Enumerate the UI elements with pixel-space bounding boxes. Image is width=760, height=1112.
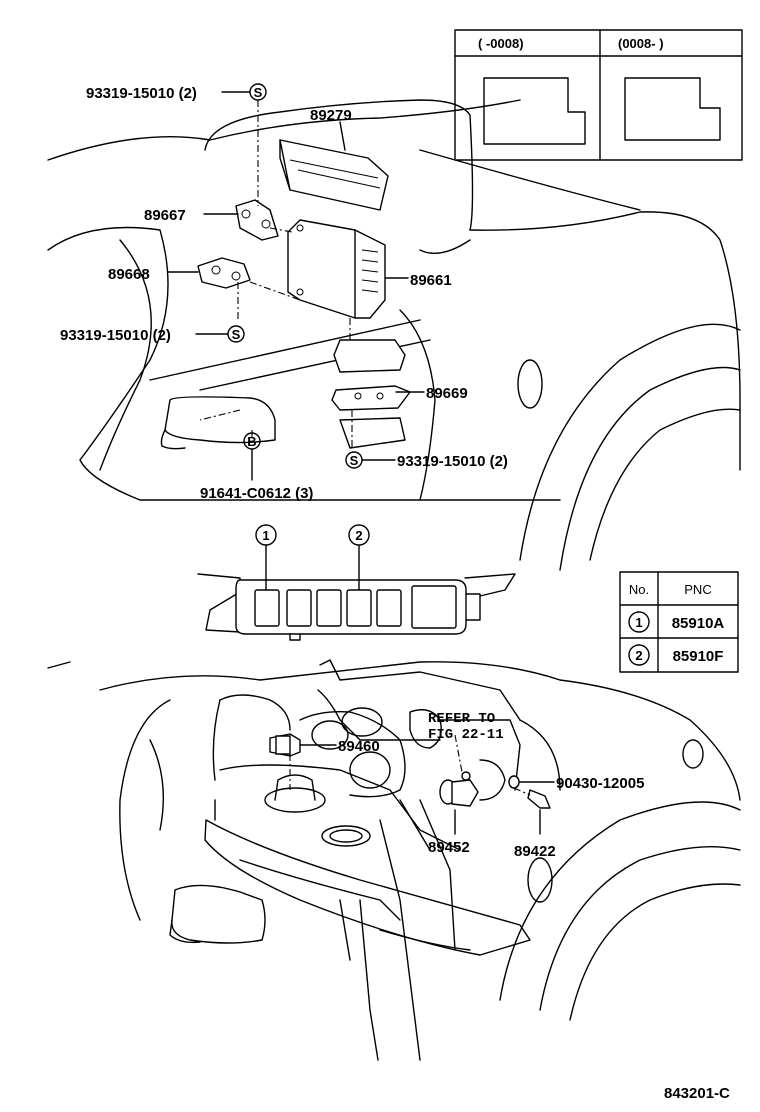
- callout-91641: 91641-C0612 (3): [200, 485, 313, 502]
- connector-ref-2: 2: [348, 524, 370, 546]
- sensor-89422: [508, 775, 551, 809]
- svg-text:85910A: 85910A: [672, 615, 725, 632]
- upper-callout-lines: [167, 91, 425, 481]
- screw-symbol-mid: S: [227, 325, 245, 343]
- svg-text:2: 2: [355, 528, 362, 543]
- callout-93319-mid: 93319-15010 (2): [60, 327, 171, 344]
- fastener-symbols-upper: S S S B: [227, 83, 363, 469]
- upper-callouts: 93319-15010 (2) 89279 89667 89668 89661 …: [60, 85, 508, 502]
- callout-89422: 89422: [514, 843, 556, 860]
- bracket-89669: [331, 339, 411, 449]
- svg-text:1: 1: [262, 528, 269, 543]
- callout-89460: 89460: [338, 738, 380, 755]
- bolt-symbol: B: [243, 432, 261, 450]
- callout-89661: 89661: [410, 272, 452, 289]
- svg-text:85910F: 85910F: [673, 648, 724, 665]
- year-variant-inset: ( -0008) (0008- ): [454, 29, 743, 161]
- inset-left-outline: [483, 77, 586, 145]
- svg-text:2: 2: [635, 648, 642, 663]
- callout-90430: 90430-12005: [556, 775, 644, 792]
- screw-symbol-bottom: S: [345, 451, 363, 469]
- lower-vehicle-outline: [47, 659, 741, 1061]
- inset-right-outline: [624, 77, 721, 141]
- sensor-89452: [439, 734, 479, 807]
- lower-callout-lines: [299, 744, 555, 835]
- callout-89669: 89669: [426, 385, 468, 402]
- callout-93319-bottom: 93319-15010 (2): [397, 453, 508, 470]
- pnc-table: No. PNC 1 85910A 2 85910F: [619, 571, 739, 673]
- ecu-89661: [287, 219, 386, 319]
- pnc-table-row: 1 85910A: [628, 611, 725, 633]
- screw-symbol-top: S: [249, 83, 267, 101]
- upper-vehicle-outline: [47, 99, 741, 571]
- bracket-89667: [235, 199, 279, 241]
- refer-fig-label: FIG 22-11: [428, 727, 504, 743]
- svg-text:1: 1: [635, 615, 642, 630]
- ecu-connector-detail: 1 2: [197, 524, 516, 641]
- upper-leader-lines: [199, 100, 353, 450]
- figure-id: 843201-C: [664, 1085, 730, 1102]
- svg-text:B: B: [247, 434, 256, 449]
- svg-text:S: S: [232, 327, 241, 342]
- callout-89667: 89667: [144, 207, 186, 224]
- lower-callouts: 89460 REFER TO FIG 22-11 90430-12005 894…: [338, 711, 644, 860]
- callout-89279: 89279: [310, 107, 352, 124]
- pnc-table-row: 2 85910F: [628, 644, 724, 666]
- callout-89452: 89452: [428, 839, 470, 856]
- refer-to-label: REFER TO: [428, 711, 495, 727]
- pnc-table-header-pnc: PNC: [684, 582, 711, 597]
- inset-left-header: ( -0008): [478, 36, 524, 51]
- pnc-table-header-no: No.: [629, 582, 649, 597]
- callout-93319-top: 93319-15010 (2): [86, 85, 197, 102]
- ecu-cover-89279: [279, 139, 389, 211]
- inset-right-header: (0008- ): [618, 36, 664, 51]
- connector-ref-1: 1: [255, 524, 277, 546]
- callout-89668: 89668: [108, 266, 150, 283]
- svg-text:S: S: [254, 85, 263, 100]
- bracket-89668: [197, 257, 251, 289]
- sensor-89460: [269, 733, 301, 790]
- svg-text:S: S: [350, 453, 359, 468]
